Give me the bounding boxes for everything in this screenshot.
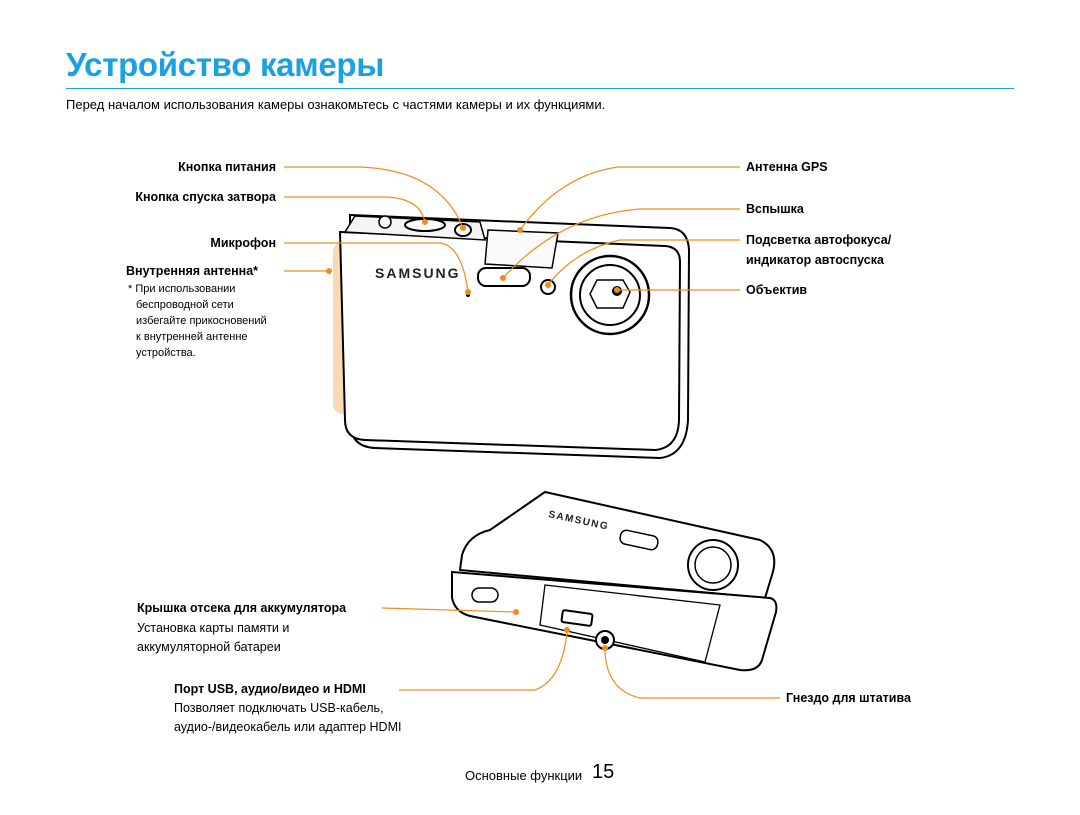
bottom-leader-lines — [381, 607, 780, 699]
tripod-socket-center — [601, 636, 609, 644]
bottom-leader-dots — [513, 609, 608, 651]
leader-usb-port — [399, 631, 568, 691]
battery-cover-desc-line: аккумуляторной батареи — [137, 640, 281, 654]
camera-front-illustration: SAMSUNG — [333, 213, 691, 460]
label-af-lamp-line1: Подсветка автофокуса/ — [746, 233, 892, 247]
slide-switch-shape — [471, 587, 499, 603]
title-divider — [66, 88, 1014, 89]
label-shutter-button: Кнопка спуска затвора — [135, 190, 276, 204]
footer-section: Основные функции — [465, 768, 583, 783]
page-title: Устройство камеры — [66, 46, 385, 83]
antenna-note-line: * При использовании — [128, 283, 236, 295]
intro-text: Перед началом использования камеры ознак… — [66, 97, 606, 112]
battery-cover-description: Установка карты памяти и аккумуляторной … — [137, 619, 289, 657]
usb-port-shape — [560, 609, 594, 627]
gps-antenna-shape — [484, 229, 559, 269]
leader-af-lamp — [547, 239, 740, 286]
leader-power — [284, 166, 464, 229]
leader-gps — [519, 166, 740, 231]
label-internal-antenna: Внутренняя антенна* — [126, 264, 259, 278]
label-battery-cover: Крышка отсека для аккумулятора — [137, 601, 347, 615]
label-gps-antenna: Антенна GPS — [746, 160, 828, 174]
lens-aperture — [589, 279, 631, 309]
leader-flash — [502, 208, 740, 279]
page-number: 15 — [592, 761, 615, 783]
camera-bottom-face — [451, 570, 778, 672]
label-usb-port: Порт USB, аудио/видео и HDMI — [174, 682, 366, 696]
front-leader-dots — [326, 219, 620, 295]
antenna-note-line: избегайте прикосновений — [136, 315, 267, 327]
label-microphone: Микрофон — [210, 236, 276, 250]
antenna-note-line: устройства. — [136, 347, 196, 359]
antenna-note-line: к внутренней антенне — [136, 331, 248, 343]
usb-port-desc-line: Позволяет подключать USB-кабель, — [174, 701, 384, 715]
front-leader-lines — [284, 166, 740, 293]
label-flash: Вспышка — [746, 202, 804, 216]
battery-cover-shape — [539, 584, 721, 663]
usb-port-desc-line: аудио-/видеокабель или адаптер HDMI — [174, 720, 402, 734]
battery-cover-desc-line: Установка карты памяти и — [137, 621, 290, 635]
lens-inner-bottom-view — [694, 546, 732, 584]
mode-button-shape — [378, 215, 392, 229]
antenna-note: * При использовании беспроводной сети из… — [128, 281, 267, 361]
leader-battery-cover — [381, 607, 517, 613]
antenna-note-line: беспроводной сети — [136, 299, 234, 311]
leader-shutter — [284, 196, 426, 223]
label-power-button: Кнопка питания — [178, 160, 276, 174]
label-lens: Объектив — [746, 283, 808, 297]
flash-shape-bottom-view — [619, 529, 659, 551]
camera-bottom-illustration: SAMSUNG — [451, 490, 778, 672]
leader-microphone — [284, 242, 469, 293]
label-af-lamp-line2: индикатор автоспуска — [746, 253, 884, 267]
brand-logo-front: SAMSUNG — [375, 265, 461, 281]
label-tripod-socket: Гнездо для штатива — [786, 691, 911, 705]
leader-tripod — [604, 649, 780, 699]
usb-port-description: Позволяет подключать USB-кабель, аудио-/… — [174, 699, 401, 737]
